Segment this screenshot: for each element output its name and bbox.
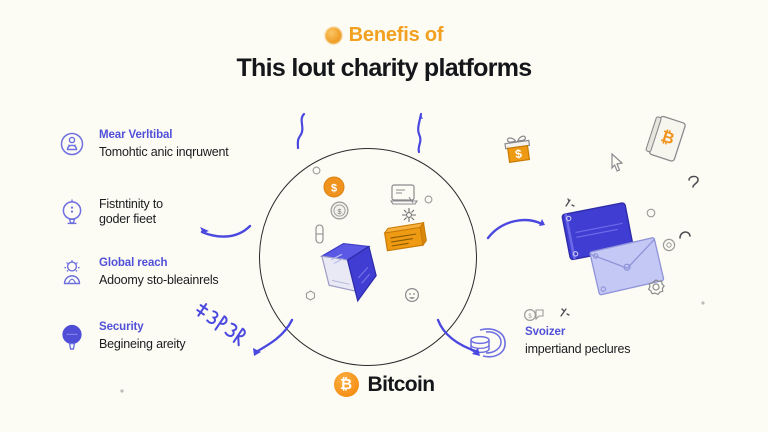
feature-title-2: Global reach xyxy=(99,257,168,269)
tiny-coin-right xyxy=(646,208,656,218)
gear-coin-right xyxy=(662,238,676,252)
bitcoin-logo-icon: ₿ xyxy=(333,372,359,397)
filled-balloon-shield-icon xyxy=(58,321,88,355)
feature-title-0: Mear Verltibal xyxy=(99,129,173,141)
small-coin-chat-icon: $ xyxy=(523,307,545,325)
curved-arrow-bottom-right xyxy=(434,318,482,360)
laptop-sketch xyxy=(389,183,419,209)
feature-item-1: Fistntinity to goder fieet xyxy=(58,194,208,229)
scribble-glyphs xyxy=(180,303,252,367)
feature-title-3: Security xyxy=(99,321,144,333)
eyebrow-label: Benefis of xyxy=(348,24,444,46)
gray-coin: $ xyxy=(330,201,349,220)
feature-item-3: Security Begineing areity xyxy=(58,320,228,355)
feature-desc-0: Tomohtic anic inqruwent xyxy=(99,144,229,159)
small-pill-sketch xyxy=(313,223,326,245)
hook-squiggle-b xyxy=(676,222,694,244)
user-network-circle-icon xyxy=(58,129,88,163)
feature-item-right: Svoizer impertiand peclures xyxy=(466,322,696,364)
sparkle-glyph-a xyxy=(563,196,577,210)
feature-item-2: Global reach Adoomy sto-bleainrels xyxy=(58,256,253,291)
question-squiggle-a xyxy=(685,172,703,194)
globe-person-rays-icon xyxy=(58,257,88,291)
light-blue-envelope-icon xyxy=(588,236,668,298)
flower-gear-icon xyxy=(646,278,666,298)
right-feature-desc: impertiand peclures xyxy=(525,341,631,356)
gear-dot-icon xyxy=(404,287,420,303)
bitcoin-coin-icon xyxy=(324,27,342,44)
tiny-hex-dot xyxy=(305,290,316,301)
brand-name: Bitcoin xyxy=(367,372,436,396)
orange-dollar-coin: $ xyxy=(323,176,345,198)
blue-3d-box xyxy=(316,236,382,304)
balloon-dots-icon xyxy=(58,195,88,229)
right-feature-title: Svoizer xyxy=(525,326,566,338)
blue-wallet-icon xyxy=(560,202,638,264)
title-eyebrow: Benefis of xyxy=(324,24,444,47)
svg-text:$: $ xyxy=(331,183,337,195)
svg-text:$: $ xyxy=(337,207,342,216)
tiny-dot-bottom-left xyxy=(119,388,125,394)
feature-desc-2: Adoomy sto-bleainrels xyxy=(99,272,219,287)
curved-arrow-right xyxy=(486,214,546,242)
gift-box-dollar-icon: $ xyxy=(500,132,536,168)
squiggle-arc-top-right xyxy=(403,112,425,154)
page-title: Benefis of This lout charity platforms xyxy=(0,24,768,83)
brand-lockup: ₿ Bitcoin xyxy=(0,372,768,397)
squiggle-arc-top-left xyxy=(292,112,312,152)
cursor-icon xyxy=(608,152,626,174)
headline-text: This lout charity platforms xyxy=(236,54,532,82)
pin-sketch xyxy=(401,207,417,223)
feature-item-0: Mear Verltibal Tomohtic anic inqruwent xyxy=(58,128,253,163)
svg-text:$: $ xyxy=(514,147,523,162)
tiny-circle-dot-a xyxy=(312,166,321,175)
orange-ticket-box xyxy=(382,221,427,259)
curved-arrow-left xyxy=(196,222,254,246)
orbit-circle xyxy=(259,148,477,366)
phone-bitcoin-icon: ₿ xyxy=(645,115,691,165)
tiny-circle-dot-b xyxy=(424,195,433,204)
tiny-dot-far-right xyxy=(700,300,706,306)
svg-text:$: $ xyxy=(528,314,532,320)
sparkle-glyph-b xyxy=(558,305,572,319)
svg-text:₿: ₿ xyxy=(659,127,677,148)
feature-desc-1: Fistntinity to goder fieet xyxy=(99,197,163,227)
curved-arrow-bottom-left xyxy=(250,318,296,360)
feature-desc-3: Begineing areity xyxy=(99,336,186,351)
